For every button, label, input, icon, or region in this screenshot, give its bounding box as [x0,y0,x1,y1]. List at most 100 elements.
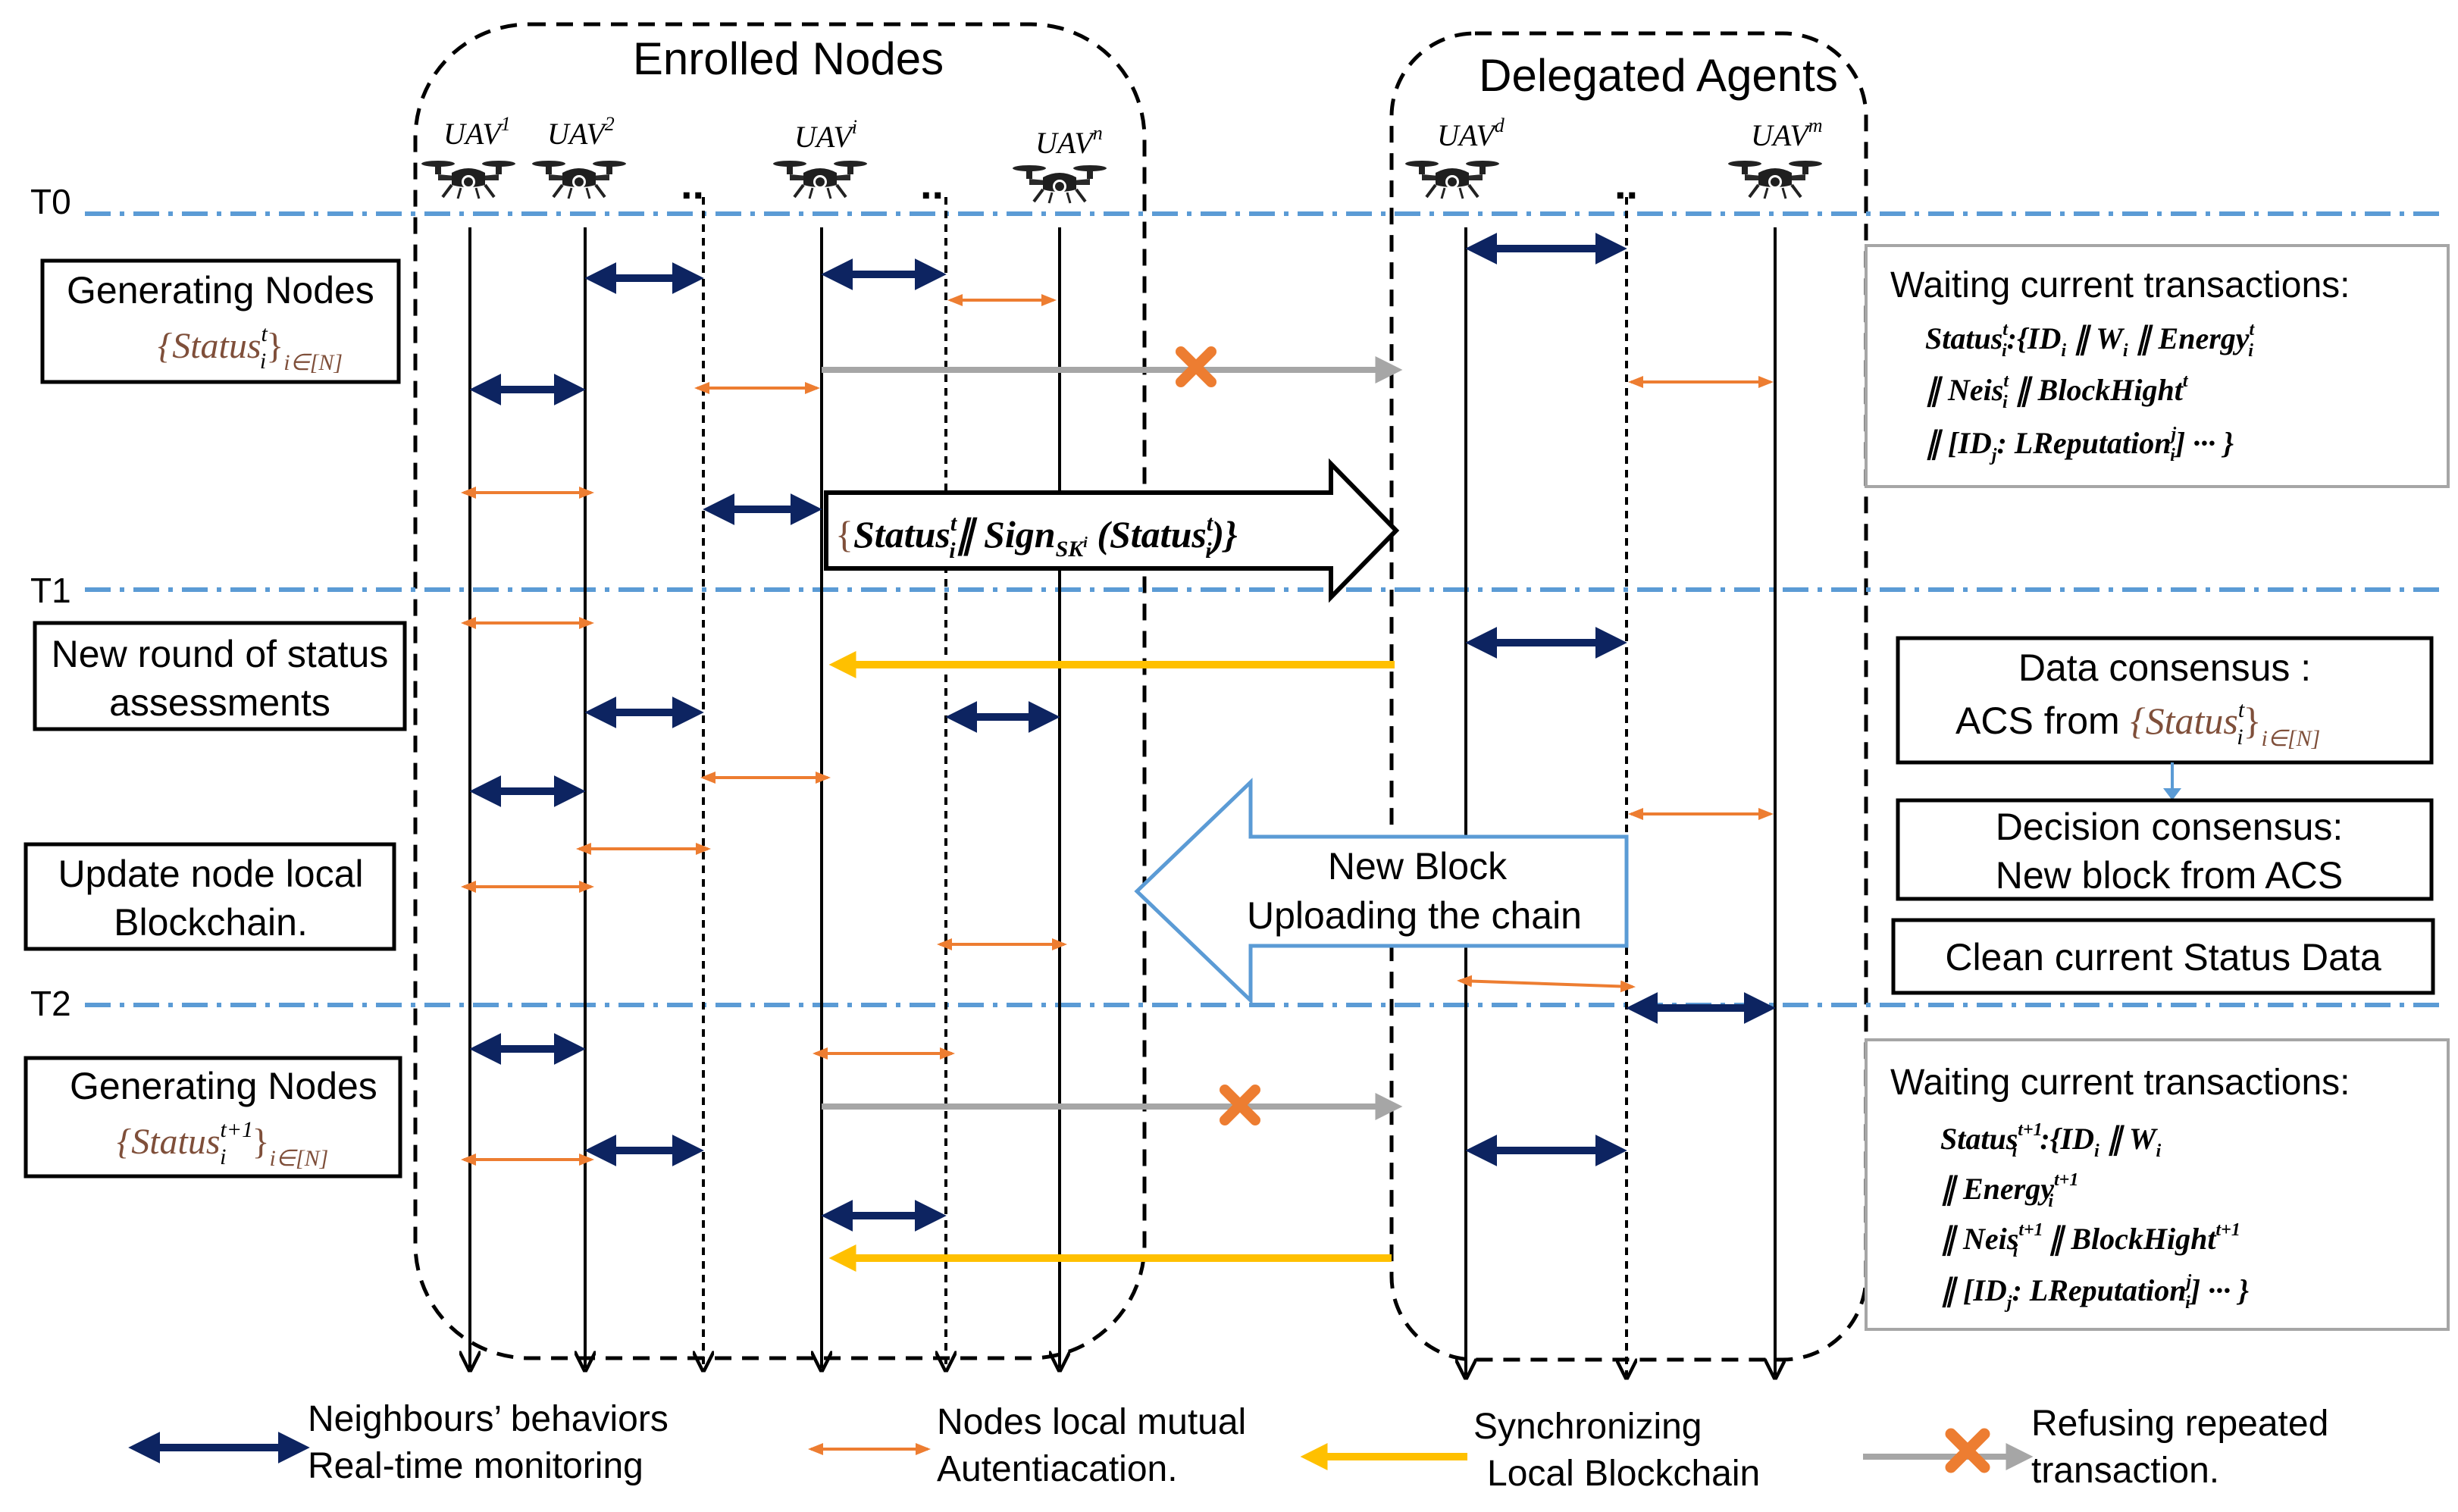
drone-icon [1011,164,1108,205]
generating-nodes-box-1 [40,258,401,384]
wait1-energy-sub: i [2248,341,2253,361]
wait1-id: :{ID [2007,321,2062,355]
wait2-blockhight: ∥ BlockHight [2040,1222,2217,1257]
svg-text:UAVd: UAVd [1437,114,1505,152]
wait1-w: ∥ W [2066,321,2125,356]
wait1-status-sup: t [2002,320,2009,340]
time-label-t0: T0 [30,182,71,221]
wait1-lrep-sub: i [2170,446,2175,465]
status-close: )} [1209,513,1238,556]
waiting-title-2: Waiting current transactions: [1890,1063,2350,1103]
uav-2: UAV2 [531,113,628,200]
new-round-line2: assessments [109,681,330,724]
delegated-agents-group [1389,31,1868,1362]
drone-icon [772,159,869,200]
uav-m-sup: m [1808,114,1823,136]
wait1-w-sub: i [2123,341,2128,361]
waiting-transactions-box-2 [1865,1038,2450,1331]
drone-icon [531,159,628,200]
acs-idx: i∈[N] [2262,726,2321,751]
uav-d-sup: d [1495,114,1505,136]
time-label-t2: T2 [30,984,71,1023]
sign-text: Sign [984,513,1056,556]
wait1-neis-sub: i [2002,393,2008,412]
gen2-sup: t+1 [221,1117,254,1142]
gen1-sub: i [260,349,266,374]
svg-text:UAVm: UAVm [1751,114,1823,152]
uav-d: UAVd [1404,114,1505,200]
wait2-end: ] ··· } [2188,1273,2249,1307]
svg-text:UAVn: UAVn [1035,122,1103,160]
uav-1: UAV1 [420,113,517,200]
wait2-status-sup: t+1 [2018,1120,2042,1140]
svg-text:UAV1: UAV1 [443,113,511,151]
uav-n-label: UAV [1035,126,1096,160]
wait2-lrep: : LReputation [2012,1273,2186,1307]
clean-status-box [1891,918,2435,995]
wait1-lrep-sup: j [2168,424,2176,444]
uav-n-sup: n [1093,122,1103,144]
wait1-status-sub: i [2002,341,2007,361]
cross-icon [1945,1428,1990,1473]
decision-consensus-box [1896,798,2434,901]
wait2-id-sub: i [2094,1141,2099,1161]
update-blockchain-box [23,842,396,951]
uav-i-sup: i [852,116,857,138]
wait1-idj: ∥ [ID [1925,426,1992,461]
clean-status-text: Clean current Status Data [1945,936,2381,978]
cross-icon [1220,1085,1260,1125]
acs-from: ACS from [1955,700,2131,742]
acs-sup: t [2238,697,2245,722]
wait1-end: ] ··· } [2173,426,2234,460]
wait2-energy-sub: i [2048,1191,2053,1211]
svg-text:UAVi: UAVi [794,116,857,154]
wait1-energy: ∥ Energy [2128,321,2250,356]
status-open-brace: { [835,513,853,556]
wait2-status: Status [1940,1122,2018,1156]
gen2-close: } [252,1122,269,1162]
wait1-status: Status [1925,321,2002,355]
drone-icon [1404,159,1501,200]
monitoring-arrows [469,233,1776,1232]
acs-close: } [2244,700,2262,742]
uav-d-label: UAV [1437,118,1498,152]
consensus-flow-arrowhead [2163,788,2181,800]
generating-nodes-title-2: Generating Nodes [70,1065,377,1107]
uav-n: UAVn [1011,122,1108,205]
wait1-idj-sub: j [1989,446,1997,465]
wait2-lrep-sub: i [2185,1293,2190,1313]
wait2-status-sub: i [2012,1141,2018,1161]
enrolled-nodes-title: Enrolled Nodes [633,33,944,84]
gen1-close: } [266,326,283,366]
decision-consensus-body: New block from ACS [1996,854,2343,897]
wait2-w: ∥ W [2099,1122,2158,1157]
uav-1-sup: 1 [501,113,511,135]
enrolled-nodes-group [413,22,1147,1360]
wait2-neis-sub: i [2013,1241,2018,1261]
gen1-idx: i∈[N] [283,350,343,375]
status-sub-2: i [1205,538,1212,563]
uav-1-label: UAV [443,117,504,151]
wait2-idj-sub: j [2004,1293,2012,1313]
update-line1: Update node local [58,853,363,895]
legend-sync-l1: Synchronizing [1473,1407,1702,1447]
legend: Neighbours’ behaviors Real-time monitori… [128,1399,2328,1494]
drone-icon [420,159,517,200]
status-sup-2: t [1207,511,1214,536]
status-broadcast-arrow [824,458,1400,603]
wait1-energy-sup: t [2250,320,2256,340]
legend-monitoring-l1: Neighbours’ behaviors [308,1399,669,1439]
wait1-neis-sup: t [2003,371,2009,391]
legend-refuse-l1: Refusing repeated [2031,1404,2328,1444]
status-sep: ∥ [956,513,985,556]
wait2-neis-sup: t+1 [2018,1220,2043,1240]
legend-auth-l2: Autentiacation. [937,1449,1178,1489]
acs-sub: i [2237,725,2243,750]
data-consensus-box [1896,636,2434,765]
